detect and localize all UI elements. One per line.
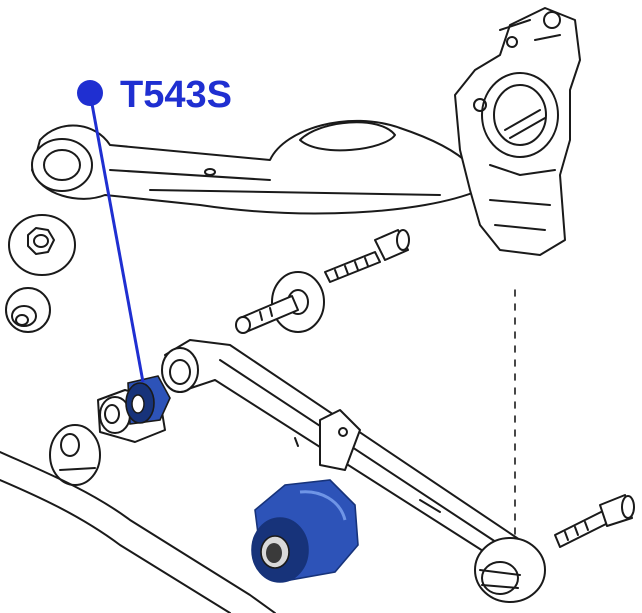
callout-dot xyxy=(77,80,103,106)
callout-leader-line xyxy=(88,92,145,383)
knuckle xyxy=(454,7,581,256)
link-end-eye xyxy=(474,494,635,603)
callout: T543S xyxy=(77,74,232,383)
upper-control-arm xyxy=(31,119,481,215)
washer-pin xyxy=(235,271,325,334)
part-code-label: T543S xyxy=(120,74,232,116)
sub-frame-beam xyxy=(0,451,276,613)
large-blue-bushing xyxy=(251,479,359,583)
highlighted-bushing xyxy=(125,375,171,425)
upper-bolt xyxy=(324,229,410,283)
washer-nut-stack xyxy=(5,214,76,333)
